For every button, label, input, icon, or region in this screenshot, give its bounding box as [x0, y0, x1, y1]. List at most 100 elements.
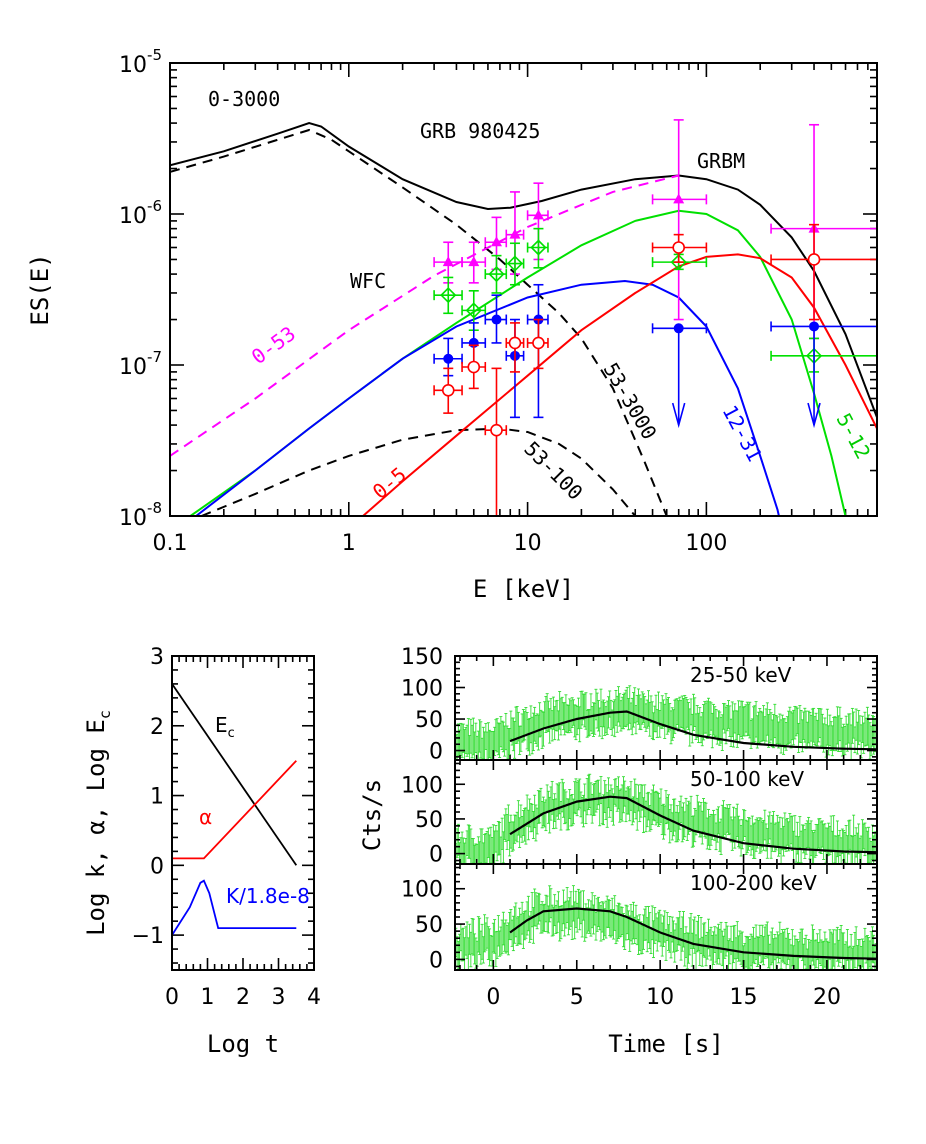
x-tick-label: 1: [201, 985, 215, 1010]
x-tick-label: 15: [730, 985, 758, 1010]
x-tick-label: 0: [165, 985, 179, 1010]
data-point-green: [484, 254, 508, 294]
x-tick-label: 0: [486, 985, 500, 1010]
series-label: K/1.8e-8: [226, 884, 310, 908]
x-axis-label: Time [s]: [608, 1030, 724, 1058]
y-tick-label: 2: [150, 715, 164, 740]
y-tick-label: 50: [415, 708, 443, 733]
model-curve-int_53_100: [201, 427, 636, 516]
x-tick-label: 0.1: [153, 531, 188, 556]
annotation-53-100: 53-100: [519, 437, 587, 505]
marker-diamond: [530, 239, 547, 256]
y-tick-label: 0: [429, 843, 443, 868]
x-tick-label: 20: [813, 985, 841, 1010]
marker-open-circle: [467, 360, 481, 374]
data-point-blue: [484, 294, 508, 344]
marker-diamond: [440, 287, 457, 304]
marker-open-circle: [441, 383, 455, 397]
data-point-green: [505, 242, 525, 286]
x-axis-label: E [keV]: [473, 575, 574, 603]
data-point-magenta: [461, 241, 487, 284]
data-point-red: [461, 344, 487, 390]
y-tick-label: 0: [429, 740, 443, 765]
param-curve: [171, 683, 298, 866]
y-tick-label: 150: [401, 645, 443, 670]
y-tick-label: 3: [150, 645, 164, 670]
x-tick-label: 2: [236, 985, 250, 1010]
y-tick-label: 50: [415, 913, 443, 938]
series-label: Ec: [215, 713, 235, 741]
x-axis-label: Log t: [207, 1030, 279, 1058]
data-point-blue: [651, 323, 708, 429]
x-tick-label: 5: [570, 985, 584, 1010]
marker-triangle: [532, 209, 544, 220]
marker-triangle: [490, 236, 502, 247]
series-label: α: [199, 805, 212, 829]
marker-filled-circle: [443, 353, 454, 364]
data-point-red: [505, 322, 525, 373]
model-curve: [509, 795, 877, 854]
x-tick-label: 1: [342, 531, 356, 556]
model-curve-total: [170, 122, 877, 418]
annotation-0-53: 0-53: [247, 321, 300, 369]
data-point-green: [433, 276, 463, 315]
y-tick-label: 1: [150, 785, 164, 810]
y-tick-label: 0: [429, 948, 443, 973]
panel-label: 25-50 keV: [690, 663, 792, 687]
x-tick-label: 10: [646, 985, 674, 1010]
x-tick-label: 3: [272, 985, 286, 1010]
data-point-red: [433, 367, 463, 414]
marker-diamond: [488, 265, 505, 283]
y-tick-label: 10-5: [119, 46, 162, 78]
annotation-0-3000: 0-3000: [208, 87, 280, 111]
plot-area: [170, 119, 877, 516]
chart-title: GRB 980425: [420, 119, 540, 143]
data-point-red: [484, 367, 508, 516]
lightcurve-data: [455, 773, 877, 864]
lightcurve-panel: [455, 685, 877, 760]
marker-filled-circle: [673, 323, 684, 334]
param-curve: [171, 879, 297, 936]
y-axis-label: ES(E): [26, 253, 54, 325]
marker-diamond: [506, 255, 524, 272]
y-tick-label: 10-7: [119, 348, 162, 380]
data-point-magenta: [651, 119, 708, 321]
model-curve: [509, 907, 877, 960]
marker-open-circle: [532, 336, 545, 350]
data-point-blue: [770, 321, 877, 429]
upper-limit-arrow: [671, 402, 686, 429]
y-tick-label: −1: [132, 924, 164, 949]
model-curve-int_0_53: [170, 174, 679, 457]
marker-triangle: [673, 193, 685, 204]
annotation-12-31: 12-31: [718, 401, 767, 465]
lightcurve-data: [455, 885, 877, 970]
data-point-green: [770, 337, 877, 373]
data-point-red: [770, 223, 877, 321]
marker-triangle: [509, 228, 521, 239]
y-tick-label: 100: [401, 773, 443, 798]
upper-limit-arrow: [807, 402, 821, 429]
annotation-grbm: GRBM: [697, 149, 745, 173]
param-curve: [172, 760, 297, 860]
y-tick-label: 100: [401, 677, 443, 702]
data-point-red: [526, 318, 549, 370]
y-tick-label: 10-8: [119, 499, 162, 531]
marker-open-circle: [490, 423, 503, 437]
spectrum-annotations: 0-3000 GRB 980425 GRBM WFC 0-53 53-3000 …: [208, 87, 875, 505]
lightcurve-data: [455, 685, 877, 760]
data-point-magenta: [433, 241, 463, 284]
y-tick-label: 10-6: [119, 197, 162, 229]
model-curve: [509, 710, 877, 751]
annotation-0-5: 0-5: [368, 462, 411, 504]
marker-open-circle: [807, 253, 821, 266]
marker-triangle: [442, 256, 454, 267]
lightcurve-panel: [455, 885, 877, 970]
y-axis-label: Cts/s: [358, 779, 386, 851]
plot-frame: [169, 62, 878, 517]
y-tick-label: 100: [401, 878, 443, 903]
marker-triangle: [468, 256, 480, 267]
panel-label: 100-200 keV: [690, 871, 817, 895]
